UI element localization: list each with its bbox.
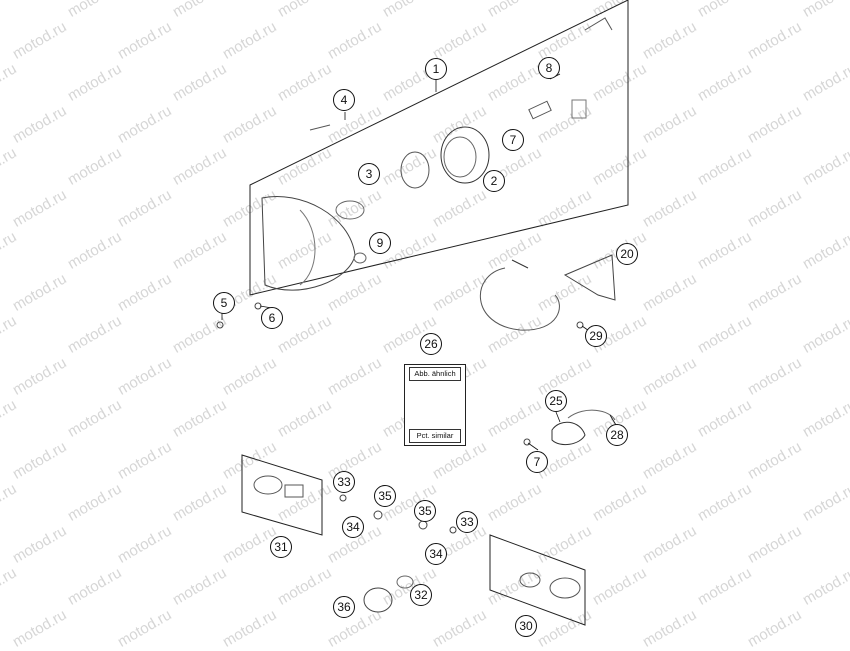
indicator-lens	[364, 588, 392, 612]
callout-30[interactable]: 30	[515, 615, 537, 637]
callout-36[interactable]: 36	[333, 596, 355, 618]
bulb-part	[529, 101, 551, 119]
callout-35b[interactable]: 35	[414, 500, 436, 522]
callout-26[interactable]: 26	[420, 333, 442, 355]
callout-34[interactable]: 34	[342, 516, 364, 538]
callout-3[interactable]: 3	[358, 163, 380, 185]
lamp-socket	[336, 201, 364, 219]
callout-25[interactable]: 25	[545, 390, 567, 412]
callout-31[interactable]: 31	[270, 536, 292, 558]
callout-6[interactable]: 6	[261, 307, 283, 329]
callout-20[interactable]: 20	[616, 243, 638, 265]
callout-5[interactable]: 5	[213, 292, 235, 314]
similar-illustration-note: Abb. ähnlich Pct. similar	[404, 364, 466, 446]
callout-9[interactable]: 9	[369, 232, 391, 254]
callout-28[interactable]: 28	[606, 424, 628, 446]
callout-33[interactable]: 33	[333, 471, 355, 493]
indicator-panel-left	[242, 455, 322, 535]
callout-35[interactable]: 35	[374, 485, 396, 507]
note-footer: Pct. similar	[409, 429, 461, 443]
indicator-panel-right	[490, 535, 585, 625]
callout-4[interactable]: 4	[333, 89, 355, 111]
reflector	[441, 127, 489, 183]
callout-32[interactable]: 32	[410, 584, 432, 606]
callout-7b[interactable]: 7	[526, 451, 548, 473]
callout-34b[interactable]: 34	[425, 543, 447, 565]
callout-29[interactable]: 29	[585, 325, 607, 347]
headlight-panel	[250, 0, 628, 295]
note-header: Abb. ähnlich	[409, 367, 461, 381]
callout-7[interactable]: 7	[502, 129, 524, 151]
callout-33b[interactable]: 33	[456, 511, 478, 533]
callout-1[interactable]: 1	[425, 58, 447, 80]
callout-2[interactable]: 2	[483, 170, 505, 192]
wiring-loop	[480, 268, 559, 330]
callout-8[interactable]: 8	[538, 57, 560, 79]
cover-plate	[565, 255, 615, 300]
bulb-ring	[401, 152, 429, 188]
sensor-bracket	[552, 422, 585, 444]
